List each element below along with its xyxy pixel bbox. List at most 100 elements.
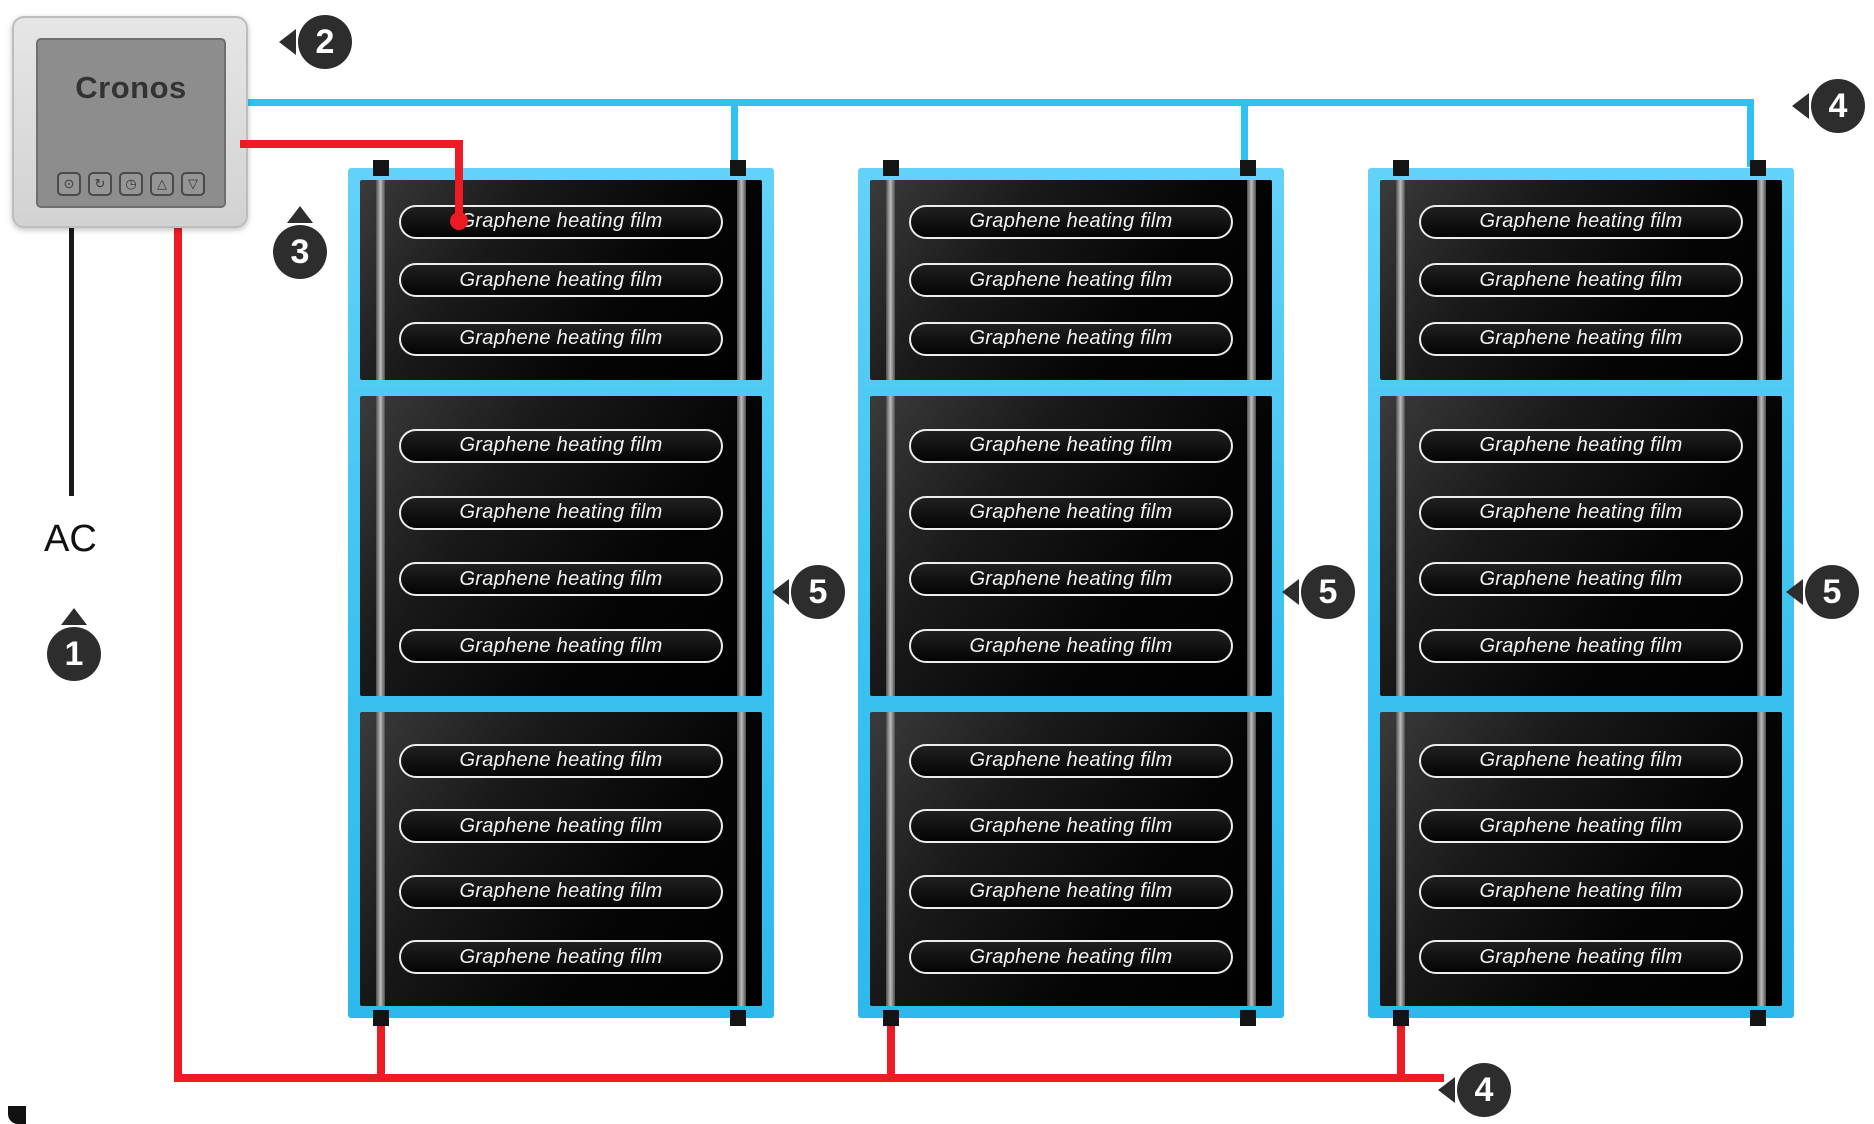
graphene-strip: Graphene heating film [1419, 874, 1743, 909]
busbar-right [1247, 396, 1256, 696]
busbar-right [1757, 180, 1766, 380]
busbar-left [886, 180, 895, 380]
pointer-left-icon [1792, 93, 1809, 119]
callout-number: 2 [298, 15, 352, 69]
blue-wire-drop-3 [1747, 99, 1754, 167]
pointer-left-icon [1282, 579, 1299, 605]
busbar-left [376, 180, 385, 380]
busbar-left [1396, 396, 1405, 696]
terminal-lug [1240, 1010, 1256, 1026]
busbar-right [1757, 712, 1766, 1006]
graphene-strip: Graphene heating film [909, 874, 1233, 909]
pointer-left-icon [772, 579, 789, 605]
graphene-strip: Graphene heating film [1419, 428, 1743, 463]
film-section: Graphene heating film Graphene heating f… [1380, 180, 1782, 380]
film-section: Graphene heating film Graphene heating f… [870, 180, 1272, 380]
graphene-strip: Graphene heating film [1419, 263, 1743, 297]
film-section: Graphene heating film Graphene heating f… [360, 712, 762, 1006]
busbar-left [886, 396, 895, 696]
heating-panel-1: Graphene heating film Graphene heating f… [348, 168, 774, 1018]
graphene-strip: Graphene heating film [909, 629, 1233, 664]
callout-number: 3 [273, 225, 327, 279]
busbar-left [1396, 712, 1405, 1006]
callout-5-panel-3: 5 [1786, 565, 1859, 619]
thermostat-button-row: ⊙ ↻ ◷ △ ▽ [38, 172, 224, 196]
graphene-strip: Graphene heating film [1419, 495, 1743, 530]
graphene-strip: Graphene heating film [909, 263, 1233, 297]
thermostat-screen: Cronos ⊙ ↻ ◷ △ ▽ [36, 38, 226, 208]
graphene-strip: Graphene heating film [399, 263, 723, 297]
callout-number: 1 [47, 627, 101, 681]
terminal-lug [1240, 160, 1256, 176]
graphene-strip: Graphene heating film [1419, 562, 1743, 597]
arrow-down-icon: ▽ [181, 172, 205, 196]
graphene-strip: Graphene heating film [399, 562, 723, 597]
graphene-strip: Graphene heating film [1419, 204, 1743, 239]
graphene-strip: Graphene heating film [909, 743, 1233, 778]
ac-label: AC [44, 518, 97, 560]
callout-number: 5 [1301, 565, 1355, 619]
graphene-strip: Graphene heating film [909, 428, 1233, 463]
terminal-lug [1393, 160, 1409, 176]
graphene-strip: Graphene heating film [399, 743, 723, 778]
terminal-lug [1750, 160, 1766, 176]
film-section: Graphene heating film Graphene heating f… [870, 396, 1272, 696]
graphene-strip: Graphene heating film [909, 562, 1233, 597]
heating-panel-2: Graphene heating film Graphene heating f… [858, 168, 1284, 1018]
graphene-strip: Graphene heating film [909, 809, 1233, 844]
pointer-left-icon [1786, 579, 1803, 605]
red-wire-bottom-horizontal [174, 1074, 1444, 1082]
film-section: Graphene heating film Graphene heating f… [870, 712, 1272, 1006]
busbar-left [886, 712, 895, 1006]
film-section: Graphene heating film Graphene heating f… [1380, 396, 1782, 696]
terminal-lug [1393, 1010, 1409, 1026]
callout-number: 5 [791, 565, 845, 619]
pointer-left-icon [279, 29, 296, 55]
graphene-strip: Graphene heating film [1419, 940, 1743, 975]
pointer-up-icon [287, 206, 313, 223]
film-section: Graphene heating film Graphene heating f… [1380, 712, 1782, 1006]
busbar-right [1247, 180, 1256, 380]
terminal-lug [883, 160, 899, 176]
busbar-right [737, 180, 746, 380]
mode-icon: ↻ [88, 172, 112, 196]
red-wire-feed-drop [455, 140, 463, 224]
busbar-right [737, 712, 746, 1006]
busbar-right [1247, 712, 1256, 1006]
graphene-strip: Graphene heating film [399, 629, 723, 664]
blue-wire-drop-1 [731, 99, 738, 167]
red-wire-riser-3 [1397, 1016, 1405, 1082]
graphene-strip: Graphene heating film [399, 428, 723, 463]
graphene-strip: Graphene heating film [399, 495, 723, 530]
red-wire-terminal-dot [450, 212, 468, 230]
callout-5-panel-1: 5 [772, 565, 845, 619]
graphene-strip: Graphene heating film [399, 809, 723, 844]
graphene-strip: Graphene heating film [1419, 743, 1743, 778]
graphene-strip: Graphene heating film [909, 495, 1233, 530]
graphene-strip: Graphene heating film [399, 874, 723, 909]
callout-number: 5 [1805, 565, 1859, 619]
red-wire-riser-2 [887, 1016, 895, 1082]
red-wire-riser-1 [377, 1016, 385, 1082]
red-wire-feed-horizontal [240, 140, 463, 148]
terminal-lug [373, 160, 389, 176]
ac-power-wire [69, 200, 74, 496]
graphene-strip: Graphene heating film [399, 321, 723, 356]
pointer-up-icon [61, 608, 87, 625]
callout-3: 3 [273, 206, 327, 279]
blue-wire-drop-2 [1241, 99, 1248, 167]
terminal-lug [883, 1010, 899, 1026]
busbar-right [737, 396, 746, 696]
graphene-strip: Graphene heating film [1419, 629, 1743, 664]
red-wire-left-vertical [174, 200, 182, 1082]
blue-wire-horizontal [246, 99, 1753, 106]
graphene-strip: Graphene heating film [399, 940, 723, 975]
power-icon: ⊙ [57, 172, 81, 196]
terminal-lug [1750, 1010, 1766, 1026]
graphene-strip: Graphene heating film [909, 940, 1233, 975]
film-section: Graphene heating film Graphene heating f… [360, 396, 762, 696]
terminal-lug [730, 1010, 746, 1026]
graphene-strip: Graphene heating film [1419, 809, 1743, 844]
busbar-left [376, 396, 385, 696]
